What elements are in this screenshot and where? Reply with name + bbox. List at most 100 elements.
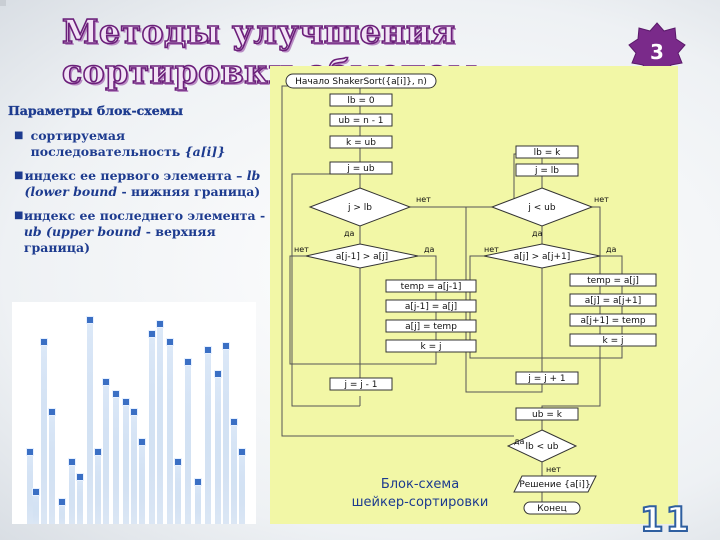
sorting-bar-marker	[86, 316, 94, 324]
flow-ubk: ub = k	[532, 410, 563, 420]
sorting-bar-marker	[222, 342, 230, 350]
sorting-bar-marker	[76, 473, 84, 481]
flow-assign4: a[j+1] = temp	[580, 316, 645, 326]
flow-assign3: a[j] = a[j+1]	[585, 296, 642, 306]
sorting-bar-marker	[238, 448, 246, 456]
sorting-bar-marker	[138, 438, 146, 446]
params-list: ■ сортируемая последовательность {a[i]} …	[14, 128, 274, 264]
sorting-bar-marker	[130, 408, 138, 416]
sorting-bar-marker	[174, 458, 182, 466]
sorting-bar	[239, 452, 245, 524]
sorting-bar-marker	[94, 448, 102, 456]
flow-assign1: a[j-1] = a[j]	[405, 302, 457, 312]
sorting-bar	[27, 452, 33, 524]
sorting-bar	[205, 350, 211, 524]
flow-yes-label: да	[532, 229, 543, 238]
sorting-bar-marker	[214, 370, 222, 378]
flow-result: Решение {a[i]}	[519, 480, 590, 490]
sorting-bar	[59, 502, 65, 524]
sorting-bar-marker	[40, 338, 48, 346]
sorting-bar-marker	[148, 330, 156, 338]
sorting-illustration	[12, 302, 256, 524]
sorting-bar	[175, 462, 181, 524]
sorting-bar	[69, 462, 75, 524]
sorting-bar	[231, 422, 237, 524]
flow-yes-label: да	[424, 245, 435, 254]
flow-no-label: нет	[416, 195, 431, 204]
sorting-bar	[185, 362, 191, 524]
sorting-bar	[223, 346, 229, 524]
sorting-bar-marker	[194, 478, 202, 486]
sorting-bar-marker	[204, 346, 212, 354]
sorting-bar-marker	[32, 488, 40, 496]
sorting-bar-marker	[122, 398, 130, 406]
flow-no-label: нет	[294, 245, 309, 254]
flow-no-label: нет	[546, 465, 561, 474]
params-title: Параметры блок-схемы	[8, 103, 184, 118]
flow-temp2: temp = a[j]	[587, 276, 639, 286]
square-bullet-icon: ■	[14, 130, 24, 141]
flow-yes-label: да	[344, 229, 355, 238]
sorting-bar	[41, 342, 47, 524]
badge-number: 3	[650, 40, 664, 64]
sorting-bar	[113, 394, 119, 524]
flow-lbk: lb = k	[534, 148, 561, 158]
square-bullet-icon: ■	[14, 170, 24, 181]
flow-kub: k = ub	[346, 138, 376, 148]
flow-cond-swap1: a[j-1] > a[j]	[336, 252, 388, 262]
sorting-bar	[167, 342, 173, 524]
sorting-bar-marker	[58, 498, 66, 506]
sorting-bar-marker	[230, 418, 238, 426]
sorting-bar-marker	[68, 458, 76, 466]
sorting-bar	[139, 442, 145, 524]
flow-yes-label: да	[514, 437, 525, 446]
sorting-bar-marker	[48, 408, 56, 416]
frame-corner-top-left	[0, 0, 6, 6]
sorting-bar	[49, 412, 55, 524]
sorting-bar	[95, 452, 101, 524]
sorting-bar	[215, 374, 221, 524]
flow-cond-j-lb: j > lb	[347, 203, 372, 213]
flow-cond-swap2: a[j] > a[j+1]	[514, 252, 571, 262]
sorting-bar-marker	[184, 358, 192, 366]
flowchart-caption-line1: Блок-схема	[381, 477, 459, 492]
sorting-bar	[77, 477, 83, 524]
sorting-bar	[123, 402, 129, 524]
sorting-bar	[157, 324, 163, 524]
flow-no-label: нет	[484, 245, 499, 254]
list-item: ■ индекс ее первого элемента – lb (lower…	[14, 168, 261, 199]
sorting-bar	[149, 334, 155, 524]
flow-kj2: k = j	[603, 336, 624, 346]
flowchart-caption-line2: шейкер-сортировки	[352, 495, 489, 510]
sorting-bar-marker	[102, 378, 110, 386]
sorting-bar-marker	[112, 390, 120, 398]
flow-ubn: ub = n - 1	[338, 116, 383, 126]
shaker-sort-flowchart: Начало ShakerSort({a[i]}, n) lb = 0 ub =…	[281, 73, 657, 515]
flow-assign2: a[j] = temp	[405, 322, 457, 332]
sorting-bar-marker	[166, 338, 174, 346]
sorting-bar-marker	[26, 448, 34, 456]
flow-start: Начало ShakerSort({a[i]}, n)	[295, 77, 427, 87]
sorting-bar-marker	[156, 320, 164, 328]
sorting-bar	[33, 492, 39, 524]
flow-no-label: нет	[594, 195, 609, 204]
sorting-bar	[87, 320, 93, 524]
flow-kj1: k = j	[421, 342, 442, 352]
square-bullet-icon: ■	[14, 210, 24, 221]
flow-jlb: j = lb	[534, 166, 559, 176]
flow-jub: j = ub	[346, 164, 374, 174]
flow-jdec: j = j - 1	[344, 380, 378, 390]
flowchart-panel: Начало ShakerSort({a[i]}, n) lb = 0 ub =…	[270, 66, 678, 524]
list-item: ■ сортируемая последовательность {a[i]}	[14, 128, 226, 159]
flow-end: Конец	[537, 504, 566, 514]
flow-temp1: temp = a[j-1]	[401, 282, 462, 292]
sorting-bar	[195, 482, 201, 524]
page-number: 11	[639, 499, 692, 540]
flow-yes-label: да	[606, 245, 617, 254]
sorting-bar	[103, 382, 109, 524]
flow-cond-j-ub: j < ub	[527, 203, 555, 213]
flow-cond-lb-ub: lb < ub	[526, 442, 559, 452]
sorting-bars-image	[12, 302, 256, 524]
list-item: ■ индекс ее последнего элемента - ub (up…	[14, 208, 266, 255]
sorting-bar	[131, 412, 137, 524]
